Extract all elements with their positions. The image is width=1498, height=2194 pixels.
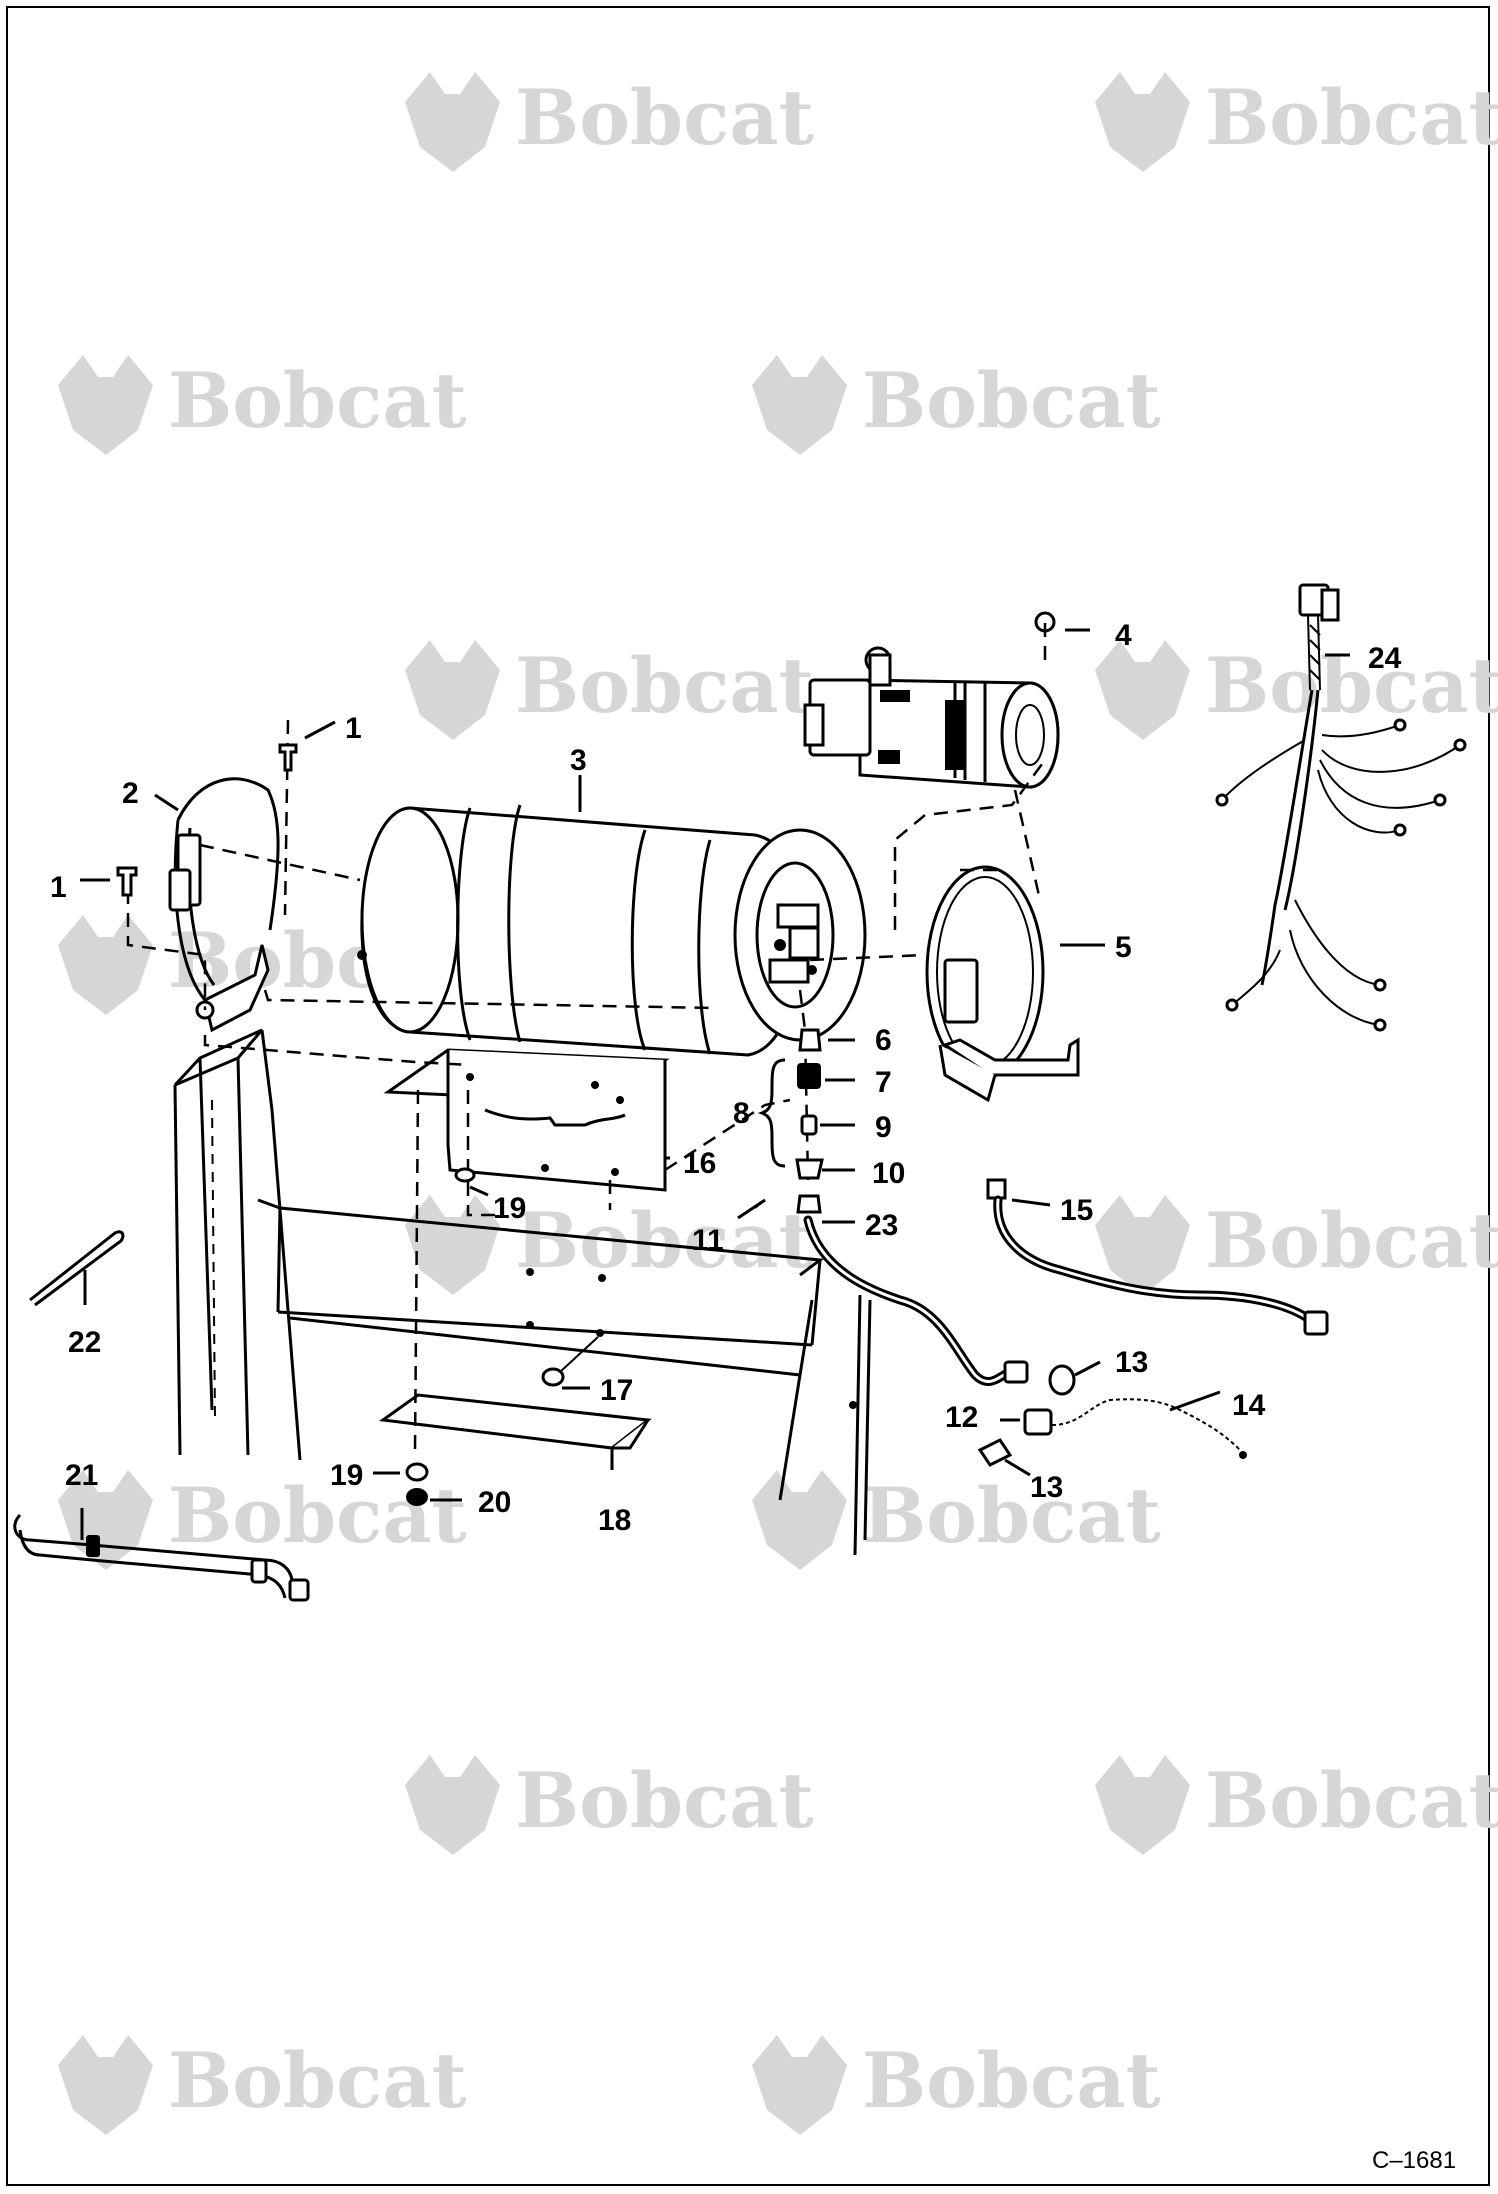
watermark-text: Bobcat <box>168 1471 467 1560</box>
wire-harness <box>1215 583 1467 1032</box>
callout-19-upper: 19 <box>493 1192 526 1225</box>
callout-14: 14 <box>1232 1389 1266 1422</box>
watermark: Bobcat ® <box>1095 640 1498 740</box>
callout-23: 23 <box>865 1209 898 1242</box>
diagram-frame <box>6 6 1490 2186</box>
watermark-text: Bobcat <box>1205 1756 1498 1845</box>
watermark-text: Bobcat <box>862 1471 1161 1560</box>
watermark-text: Bobcat <box>1205 73 1498 162</box>
figure-code: C–1681 <box>1372 2147 1456 2174</box>
watermark-mark: ® <box>1425 129 1437 146</box>
callout-4: 4 <box>1115 619 1132 652</box>
watermark-text: Bobcat <box>515 73 814 162</box>
watermark: Bobcat ® <box>405 1195 814 1295</box>
callout-8: 8 <box>733 1097 750 1130</box>
callout-11: 11 <box>692 1224 724 1257</box>
watermark: Bobcat ® <box>405 1755 814 1855</box>
fittings <box>13 743 824 1602</box>
callout-1-lower: 1 <box>50 871 67 904</box>
watermark-mark: ® <box>1082 412 1094 429</box>
hoses <box>803 1178 1329 1467</box>
watermark: Bobcat ® <box>58 355 467 455</box>
watermarks: Bobcat ® Bobcat ® Bobcat ® Bobcat ® Bobc… <box>58 72 1498 2135</box>
lower-mount-plate <box>378 1393 652 1450</box>
regulator-vaporizer <box>803 611 1060 789</box>
watermark-mark: ® <box>735 129 747 146</box>
callout-5: 5 <box>1115 931 1132 964</box>
callout-16: 16 <box>683 1147 716 1180</box>
watermark-text: Bobcat <box>1205 641 1498 730</box>
callout-9: 9 <box>875 1111 892 1144</box>
watermark: Bobcat ® <box>405 640 814 740</box>
watermark-mark: ® <box>1082 2092 1094 2109</box>
callout-labels: 1 1 2 3 4 5 6 7 8 9 10 11 12 13 13 14 15… <box>50 619 1402 1537</box>
machine-frame <box>173 1028 872 1556</box>
callout-15: 15 <box>1060 1194 1093 1227</box>
watermark: Bobcat ® <box>752 2035 1161 2135</box>
watermark-text: Bobcat <box>515 641 814 730</box>
callout-21: 21 <box>65 1459 98 1492</box>
callout-13-lower: 13 <box>1030 1471 1063 1504</box>
tank-mount-plate <box>383 1048 670 1192</box>
watermark: Bobcat ® <box>1095 72 1498 172</box>
watermark-mark: ® <box>735 1252 747 1269</box>
watermark-text: Bobcat <box>515 1756 814 1845</box>
watermark: Bobcat ® <box>1095 1195 1498 1295</box>
watermark-text: Bobcat <box>862 356 1161 445</box>
watermark: Bobcat ® <box>752 355 1161 455</box>
watermark: Bobcat ® <box>58 2035 467 2135</box>
front-tank-bracket <box>925 865 1080 1103</box>
callout-12: 12 <box>945 1401 978 1434</box>
callout-18: 18 <box>598 1504 631 1537</box>
watermark: Bobcat ® <box>405 72 814 172</box>
leader-lines <box>80 628 1350 1540</box>
callout-17: 17 <box>600 1374 633 1407</box>
watermark-mark: ® <box>1425 1812 1437 1829</box>
callout-1-upper: 1 <box>345 712 362 745</box>
watermark-mark: ® <box>388 1527 400 1544</box>
watermark-text: Bobcat <box>515 1196 814 1285</box>
watermark-mark: ® <box>388 412 400 429</box>
watermark-text: Bobcat <box>168 356 467 445</box>
callout-24: 24 <box>1368 642 1402 675</box>
callout-2: 2 <box>122 777 139 810</box>
callout-7: 7 <box>875 1066 892 1099</box>
callout-22: 22 <box>68 1326 101 1359</box>
callout-13-upper: 13 <box>1115 1346 1148 1379</box>
watermark-mark: ® <box>1425 1252 1437 1269</box>
callout-19-lower: 19 <box>330 1459 363 1492</box>
watermark-mark: ® <box>1425 697 1437 714</box>
watermark: Bobcat ® <box>58 1470 467 1570</box>
watermark-text: Bobcat <box>1205 1196 1498 1285</box>
lp-tank <box>357 804 867 1057</box>
rear-tank-bracket <box>168 777 280 1033</box>
callout-6: 6 <box>875 1024 892 1057</box>
watermark-mark: ® <box>388 2092 400 2109</box>
watermark: Bobcat ® <box>1095 1755 1498 1855</box>
watermark-text: Bobcat <box>862 2036 1161 2125</box>
watermark-mark: ® <box>735 697 747 714</box>
watermark: Bobcat ® <box>752 1470 1161 1570</box>
watermark-mark: ® <box>1082 1527 1094 1544</box>
watermark-mark: ® <box>735 1812 747 1829</box>
watermark-text: Bobcat <box>168 2036 467 2125</box>
callout-3: 3 <box>570 744 587 777</box>
callout-20: 20 <box>478 1486 511 1519</box>
callout-10: 10 <box>872 1157 905 1190</box>
